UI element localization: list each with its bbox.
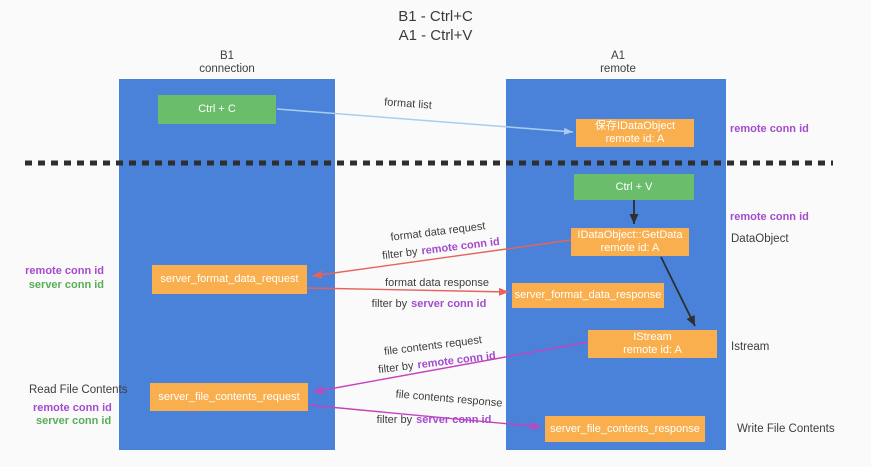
lane-a1-subtitle: remote	[600, 63, 636, 75]
getdata-box: IDataObject::GetData remote id: A	[571, 228, 689, 256]
server-conn-id-annotation-mid-left: server conn id	[28, 278, 104, 291]
left-conn-id-annotations-mid: remote conn id server conn id	[24, 265, 104, 292]
diagram-title: B1 - Ctrl+C A1 - Ctrl+V	[0, 7, 871, 45]
server-file-contents-response-box: server_file_contents_response	[545, 416, 705, 442]
server-conn-id-text: server conn id	[411, 298, 487, 310]
server-format-data-response-box: server_format_data_response	[512, 283, 664, 308]
server-file-contents-request-box: server_file_contents_request	[150, 383, 308, 411]
read-file-contents-annotation: Read File Contents	[29, 384, 128, 396]
remote-conn-id-annotation-top-right: remote conn id	[730, 123, 809, 135]
istream-box: IStream remote id: A	[588, 330, 717, 358]
ctrl-c-label: Ctrl + C	[198, 103, 236, 115]
istream-annotation: Istream	[731, 341, 770, 353]
server-conn-id-annotation-bottom-left: server conn id	[36, 415, 112, 427]
title-line-2: A1 - Ctrl+V	[398, 27, 473, 44]
lane-a1-header: A1 remote	[558, 50, 678, 76]
istream-line2: remote id: A	[623, 344, 682, 356]
lane-a1-name: A1	[610, 50, 626, 62]
remote-conn-id-annotation-mid-left: remote conn id	[25, 265, 104, 277]
remote-conn-id-annotation-bottom-left: remote conn id	[33, 402, 112, 414]
ctrl-c-box: Ctrl + C	[158, 95, 276, 124]
lane-b1-subtitle: connection	[199, 63, 255, 75]
format-data-response-label: format data response	[385, 277, 489, 289]
server-file-contents-response-label: server_file_contents_response	[550, 422, 700, 435]
server-format-data-response-label: server_format_data_response	[514, 289, 662, 301]
filter-by-text: filter by	[371, 298, 408, 310]
filter-by-text: filter by	[376, 414, 413, 426]
filter-by-text: filter by	[381, 245, 419, 263]
getdata-line1: IDataObject::GetData	[577, 229, 683, 241]
file-contents-response-label: file contents response	[395, 388, 503, 410]
lane-b1-name: B1	[219, 50, 235, 62]
remote-conn-id-text: remote conn id	[420, 235, 501, 258]
lane-b1-header: B1 connection	[167, 50, 287, 76]
save-idataobject-line1: 保存IDataObject	[594, 120, 676, 132]
save-idataobject-line2: remote id: A	[605, 133, 665, 145]
server-format-data-request-box: server_format_data_request	[152, 265, 307, 294]
remote-conn-id-annotation-mid-right: remote conn id	[730, 211, 809, 223]
ctrl-v-label: Ctrl + V	[615, 180, 653, 193]
format-list-label: format list	[383, 96, 433, 112]
ctrl-v-box: Ctrl + V	[574, 174, 694, 200]
server-conn-id-text: server conn id	[416, 414, 492, 426]
getdata-line2: remote id: A	[600, 242, 660, 254]
dataobject-annotation: DataObject	[731, 233, 789, 245]
write-file-contents-annotation: Write File Contents	[737, 423, 835, 435]
remote-conn-id-text: remote conn id	[416, 349, 497, 372]
server-format-data-request-label: server_format_data_request	[160, 273, 299, 285]
istream-line1: IStream	[633, 331, 672, 343]
filter-by-text: filter by	[377, 359, 415, 377]
title-line-1: B1 - Ctrl+C	[398, 8, 473, 25]
server-file-contents-request-label: server_file_contents_request	[158, 390, 300, 403]
save-idataobject-box: 保存IDataObject remote id: A	[576, 119, 694, 147]
